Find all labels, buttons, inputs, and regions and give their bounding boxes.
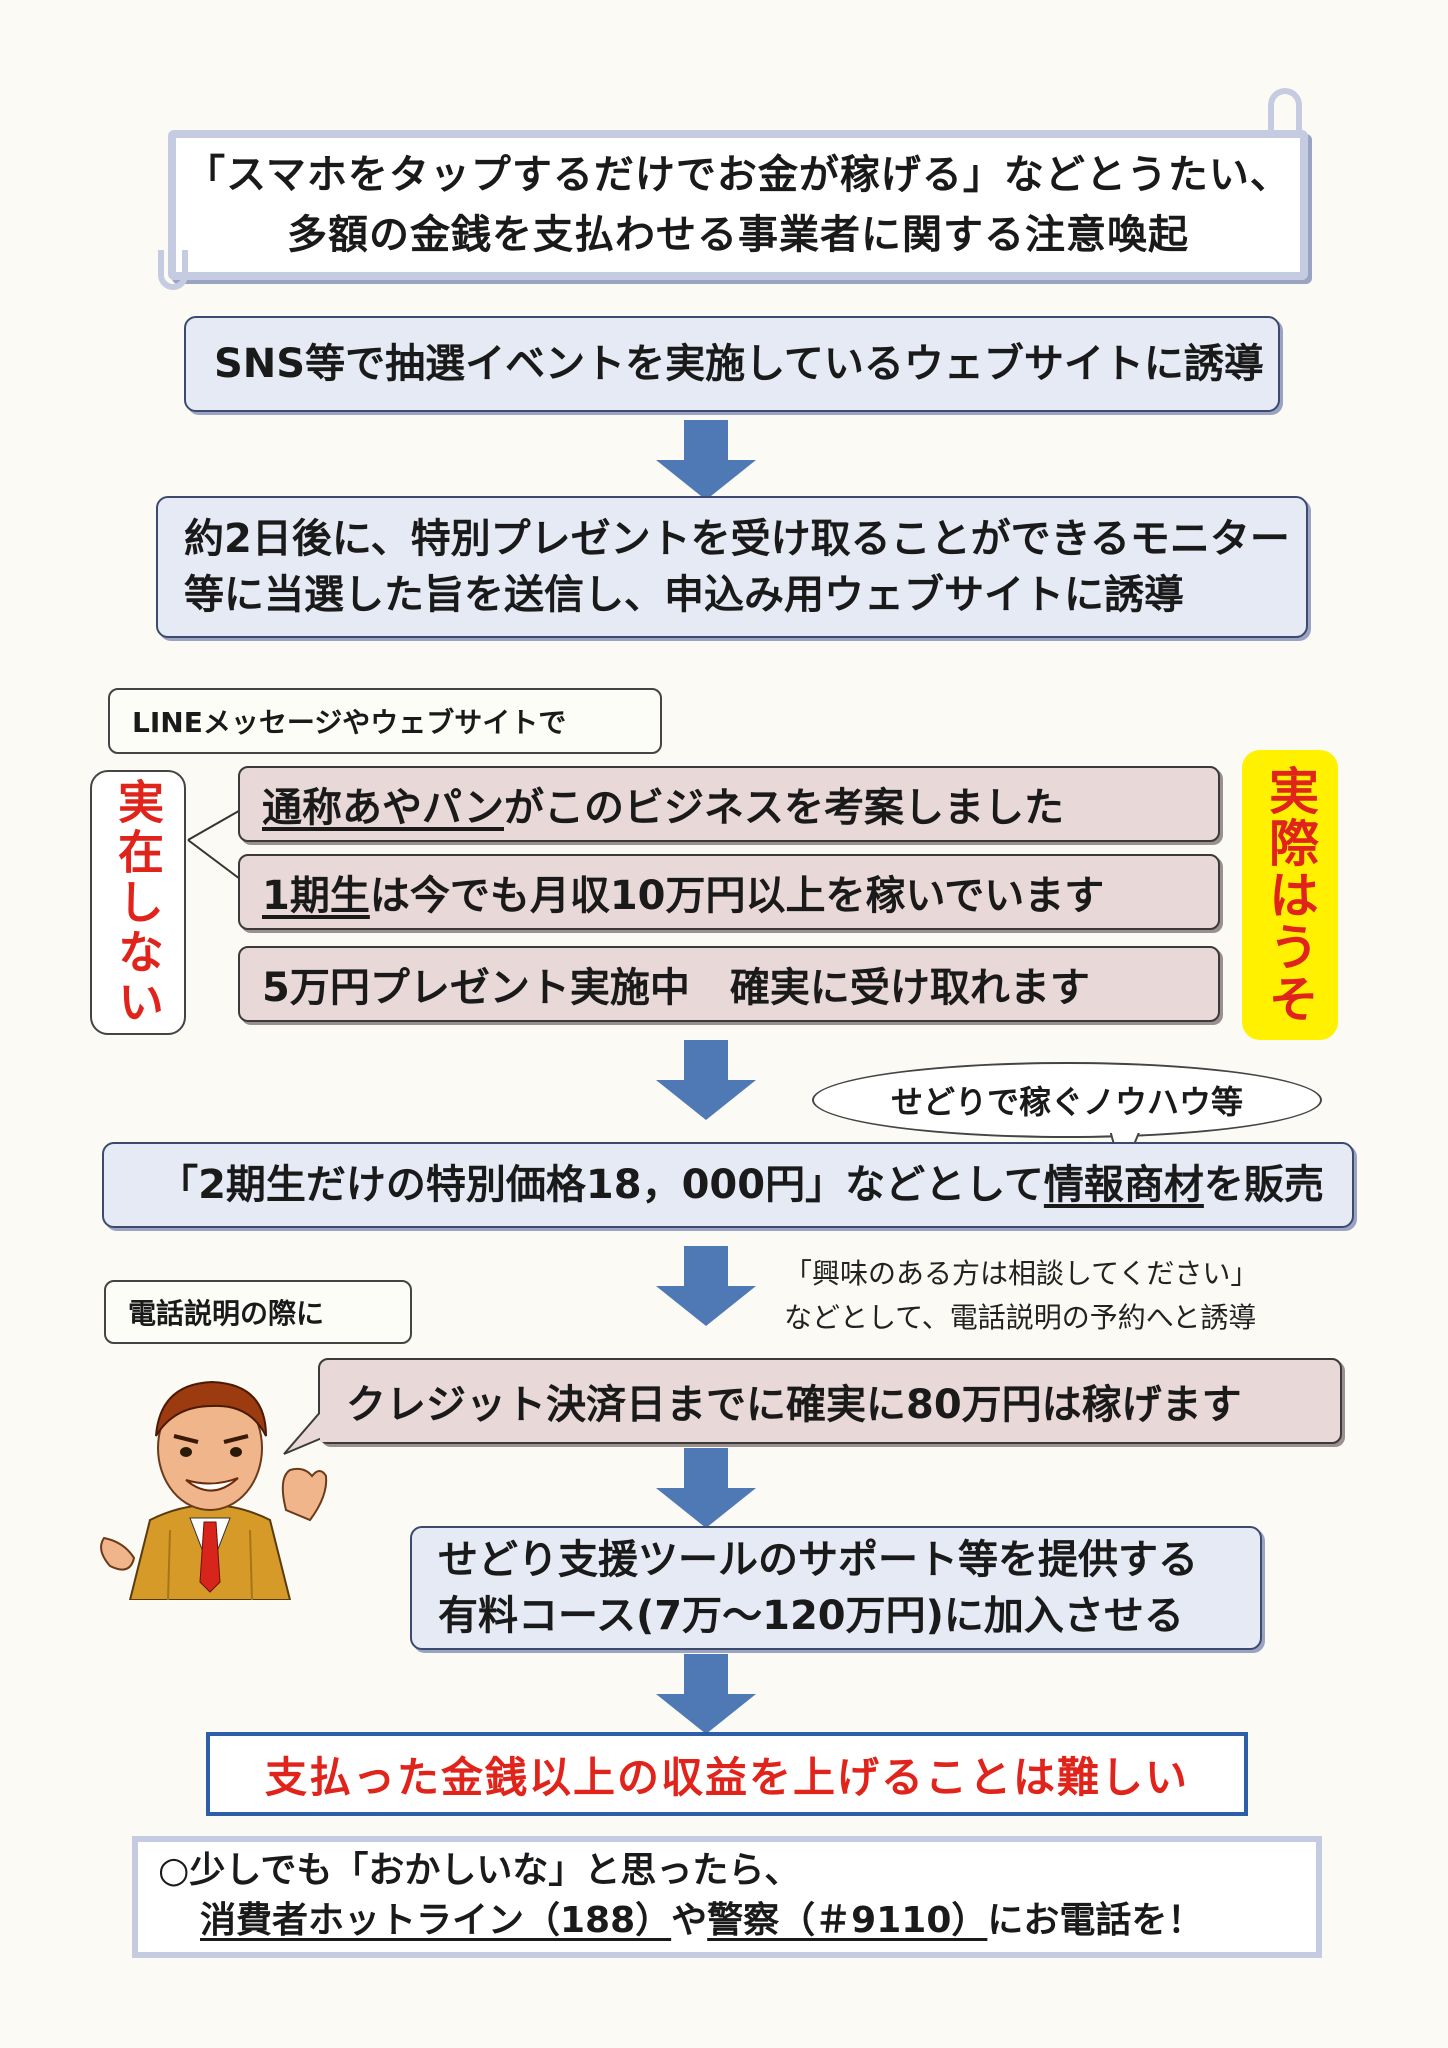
step-winner-line-2: 等に当選した旨を送信し、申込み用ウェブサイトに誘導 [184, 572, 1184, 618]
down-arrow-icon [656, 1448, 756, 1528]
salesman-illustration [100, 1380, 328, 1600]
step-info-product-price: 「2期生だけの特別価格18，000円」などとして [158, 1162, 1044, 1208]
actually-lie-text: 実際はうそ [1261, 765, 1319, 1025]
step-paid-course-line-1: せどり支援ツールのサポート等を提供する [438, 1537, 1198, 1583]
scroll-curl [158, 250, 188, 290]
police-number-text: 警察（＃9110） [707, 1900, 988, 1941]
actually-lie-label: 実際はうそ [1242, 750, 1338, 1040]
claim-income-cohort: 1期生 [262, 873, 370, 919]
claim-present-box: 5万円プレゼント実施中 確実に受け取れます [238, 946, 1220, 1022]
consumer-hotline-text: 消費者ホットライン（188） [200, 1900, 672, 1941]
scroll-curl [1268, 88, 1302, 158]
claim-founder-name: 通称あやパン [262, 785, 504, 831]
title-line-1: 「スマホをタップするだけでお金が稼げる」などとうたい、 [185, 152, 1291, 198]
step-info-product-sale: を販売 [1203, 1162, 1324, 1208]
claim-founder-text: がこのビジネスを考案しました [504, 785, 1064, 831]
advice-connector: や [671, 1900, 708, 1941]
step-paid-course-box: せどり支援ツールのサポート等を提供する 有料コース(7万～120万円)に加入させ… [410, 1526, 1262, 1650]
step-info-product-item: 情報商材 [1043, 1162, 1204, 1208]
conclusion-text: 支払った金銭以上の収益を上げることは難しい [264, 1752, 1189, 1802]
claim-income-text: は今でも月収10万円以上を稼いでいます [369, 873, 1105, 919]
phone-reservation-note: 「興味のある方は相談してください」 などとして、電話説明の予約へと誘導 [784, 1252, 1344, 1340]
advice-box: ○少しでも「おかしいな」と思ったら、 消費者ホットライン（188）や警察（＃91… [132, 1836, 1322, 1958]
salesman-speech-box: クレジット決済日までに確実に80万円は稼げます [318, 1358, 1342, 1444]
speech-tail [283, 1408, 328, 1455]
advice-call-text: にお電話を！ [987, 1900, 1204, 1941]
claim-present-text: 5万円プレゼント実施中 確実に受け取れます [262, 965, 1090, 1011]
conclusion-box: 支払った金銭以上の収益を上げることは難しい [206, 1732, 1248, 1816]
step-winner-line-1: 約2日後に、特別プレゼントを受け取ることができるモニター [184, 516, 1290, 562]
title-line-2: 多額の金銭を支払わせる事業者に関する注意喚起 [287, 212, 1189, 258]
phone-note-line-1: 「興味のある方は相談してください」 [784, 1257, 1259, 1290]
salesman-speech-text: クレジット決済日までに確実に80万円は稼げます [346, 1382, 1242, 1428]
not-exist-label: 実在しない [90, 770, 186, 1035]
step-lure-text: SNS等で抽選イベントを実施しているウェブサイトに誘導 [214, 341, 1264, 387]
step-paid-course-line-2: 有料コース(7万～120万円)に加入させる [438, 1593, 1184, 1639]
down-arrow-icon [656, 1246, 756, 1326]
title-banner: 「スマホをタップするだけでお金が稼げる」などとうたい、 多額の金銭を支払わせる事… [168, 130, 1308, 280]
phone-explanation-text: 電話説明の際に [128, 1297, 325, 1330]
step-winner-notice-box: 約2日後に、特別プレゼントを受け取ることができるモニター 等に当選した旨を送信し… [156, 496, 1308, 638]
step-lure-box: SNS等で抽選イベントを実施しているウェブサイトに誘導 [184, 316, 1280, 412]
claim-founder-box: 通称あやパンがこのビジネスを考案しました [238, 766, 1220, 842]
step-info-product-box: 「2期生だけの特別価格18，000円」などとして情報商材を販売 [102, 1142, 1354, 1228]
phone-explanation-label: 電話説明の際に [104, 1280, 412, 1344]
sedori-knowhow-bubble: せどりで稼ぐノウハウ等 [812, 1062, 1322, 1138]
down-arrow-icon [656, 1654, 756, 1734]
advice-line-2: 消費者ホットライン（188）や警察（＃9110）にお電話を！ [158, 1896, 1296, 1946]
phone-note-line-2: などとして、電話説明の予約へと誘導 [784, 1301, 1257, 1334]
claim-income-box: 1期生は今でも月収10万円以上を稼いでいます [238, 854, 1220, 930]
advice-line-1: ○少しでも「おかしいな」と思ったら、 [158, 1850, 801, 1891]
sedori-knowhow-text: せどりで稼ぐノウハウ等 [890, 1083, 1243, 1121]
down-arrow-icon [656, 420, 756, 500]
not-exist-text: 実在しない [111, 777, 165, 1028]
line-message-text: LINEメッセージやウェブサイトで [132, 706, 567, 739]
line-message-label: LINEメッセージやウェブサイトで [108, 688, 662, 754]
down-arrow-icon [656, 1040, 756, 1120]
